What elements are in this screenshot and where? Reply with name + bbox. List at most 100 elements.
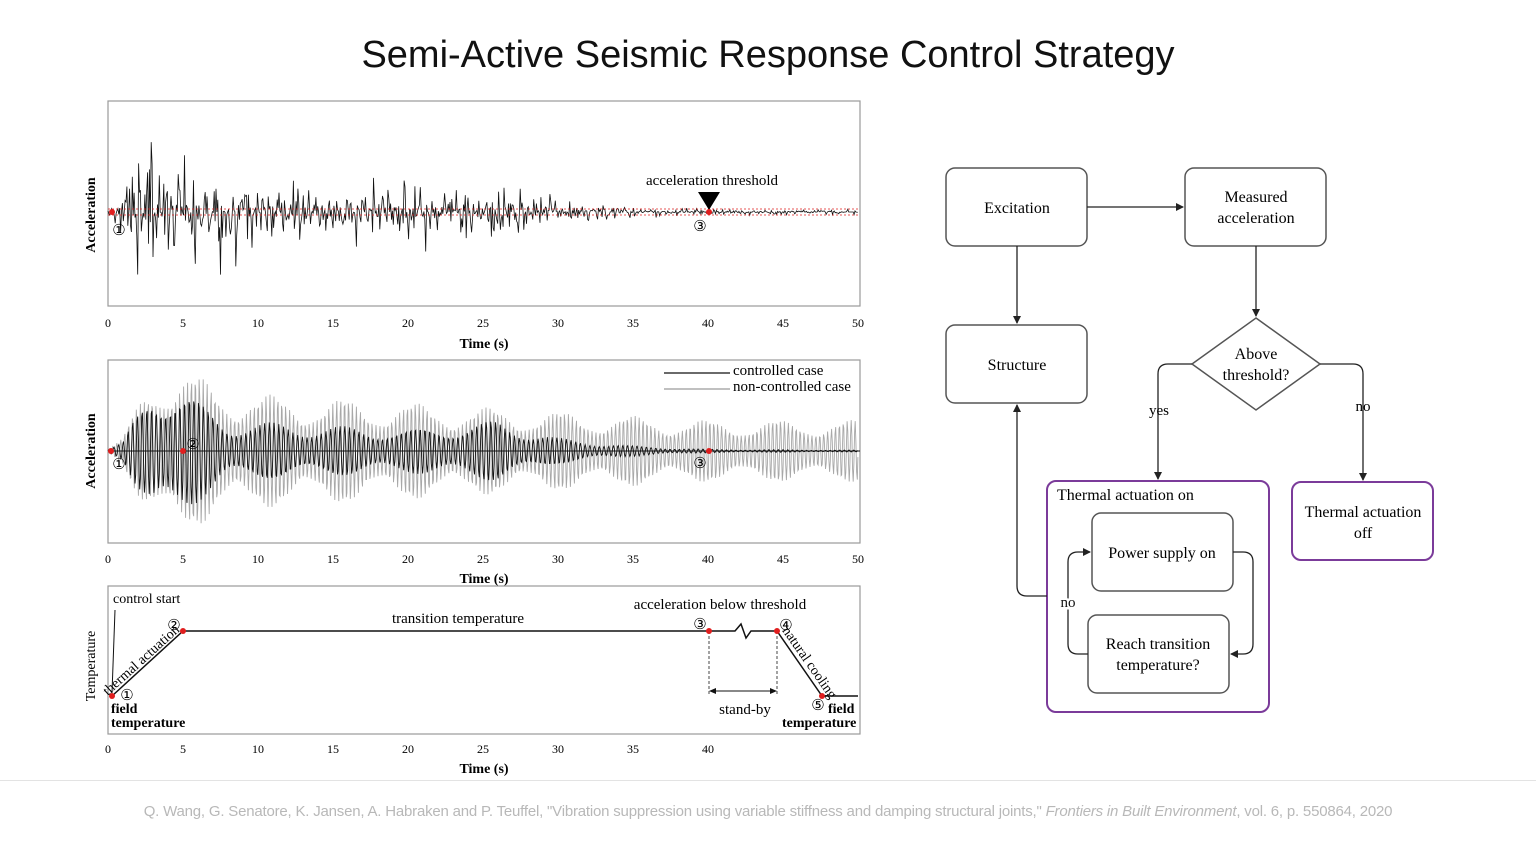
natural-cooling-label: natural cooling (779, 624, 840, 702)
excitation-label: Excitation (984, 200, 1050, 217)
field-temp-right-2: temperature (782, 716, 856, 731)
citation-journal: Frontiers in Built Environment (1045, 803, 1237, 820)
reach-label-2: temperature? (1116, 657, 1200, 674)
citation: Q. Wang, G. Senatore, K. Jansen, A. Habr… (0, 803, 1536, 820)
decision-label-2: threshold? (1223, 367, 1290, 384)
footer-divider (0, 780, 1536, 781)
marker-label: ① (112, 223, 125, 239)
marker-label: ① (120, 688, 133, 704)
citation-prefix: Q. Wang, G. Senatore, K. Jansen, A. Habr… (143, 803, 1046, 820)
marker-point (108, 448, 114, 454)
y-axis-label: Temperature (84, 631, 99, 702)
x-tick-label: 35 (627, 742, 639, 756)
x-tick-label: 35 (627, 316, 639, 330)
marker-point (774, 628, 780, 634)
x-tick-label: 15 (327, 552, 339, 566)
x-axis-label: Time (s) (459, 572, 508, 587)
x-tick-label: 45 (777, 552, 789, 566)
x-tick-label: 5 (180, 316, 186, 330)
x-tick-label: 20 (402, 316, 414, 330)
yes-label: yes (1149, 403, 1169, 419)
x-tick-label: 10 (252, 552, 264, 566)
thermal-off-label-2: off (1354, 525, 1373, 542)
x-tick-label: 25 (477, 316, 489, 330)
x-tick-label: 40 (702, 316, 714, 330)
x-tick-label: 45 (777, 316, 789, 330)
x-tick-label: 35 (627, 552, 639, 566)
marker-point (180, 448, 186, 454)
field-temp-left-1: field (111, 702, 138, 717)
y-axis-label: Acceleration (84, 413, 99, 489)
no-label: no (1356, 399, 1371, 415)
x-tick-label: 5 (180, 552, 186, 566)
legend-controlled: controlled case (733, 363, 824, 379)
marker-label: ③ (693, 617, 706, 633)
x-tick-label: 0 (105, 316, 111, 330)
x-tick-label: 0 (105, 742, 111, 756)
transition-temperature-label: transition temperature (392, 611, 524, 627)
thermal-off-label-1: Thermal actuation (1305, 504, 1422, 521)
x-tick-label: 25 (477, 552, 489, 566)
power-supply-label: Power supply on (1108, 545, 1216, 562)
x-axis-label: Time (s) (459, 762, 508, 777)
measured-box (1184, 167, 1327, 247)
control-flowchart: Excitation Measured acceleration Structu… (945, 167, 1434, 713)
no-loop-label: no (1061, 595, 1076, 611)
x-tick-label: 10 (252, 742, 264, 756)
controlled-vs-noncontrolled-chart: 0 5 10 15 20 25 30 35 40 45 50 Acceleration Time (… (84, 359, 864, 587)
page-title: Semi-Active Seismic Response Control Str… (361, 34, 1175, 76)
reach-temperature-box (1087, 614, 1230, 694)
threshold-arrow-icon (698, 192, 720, 210)
x-tick-label: 25 (477, 742, 489, 756)
thermal-on-label: Thermal actuation on (1057, 487, 1194, 504)
x-tick-label: 50 (852, 552, 864, 566)
marker-label: ② (186, 437, 199, 453)
x-tick-label: 30 (552, 742, 564, 756)
marker-point (819, 693, 825, 699)
x-tick-label: 20 (402, 552, 414, 566)
citation-suffix: , vol. 6, p. 550864, 2020 (1236, 803, 1393, 820)
marker-point (109, 693, 115, 699)
x-tick-label: 15 (327, 742, 339, 756)
thermal-off-box (1291, 481, 1434, 561)
x-tick-label: 20 (402, 742, 414, 756)
below-threshold-label: acceleration below threshold (634, 597, 807, 613)
controlled-series (107, 401, 859, 505)
plot-frame (107, 585, 861, 735)
standby-label: stand-by (719, 702, 771, 718)
marker-point (706, 448, 712, 454)
threshold-annotation: acceleration threshold (646, 173, 779, 189)
x-axis-label: Time (s) (459, 337, 508, 352)
marker-label: ③ (693, 456, 706, 472)
legend: controlled case non-controlled case (664, 363, 851, 395)
control-start-label: control start (113, 592, 180, 607)
x-tick-label: 0 (105, 552, 111, 566)
x-tick-label: 40 (702, 552, 714, 566)
x-tick-label: 10 (252, 316, 264, 330)
y-axis-label: Acceleration (84, 177, 99, 253)
measured-label-2: acceleration (1217, 210, 1294, 227)
x-tick-label: 5 (180, 742, 186, 756)
field-temp-right-1: field (828, 702, 855, 717)
x-tick-label: 30 (552, 552, 564, 566)
x-tick-label: 40 (702, 742, 714, 756)
structure-label: Structure (988, 357, 1047, 374)
measured-label-1: Measured (1224, 189, 1287, 206)
structure-box (945, 324, 1088, 404)
x-tick-label: 15 (327, 316, 339, 330)
temperature-chart: 0 5 10 15 20 25 30 35 40 Temperature Time (s) co… (84, 585, 861, 777)
temperature-line (111, 622, 858, 697)
x-tick-label: 30 (552, 316, 564, 330)
thermal-on-group (1046, 480, 1270, 713)
marker-label: ④ (779, 618, 792, 634)
marker-point (706, 628, 712, 634)
plot-frame (107, 100, 861, 307)
field-temp-left-2: temperature (111, 716, 185, 731)
marker-label: ③ (693, 219, 706, 235)
marker-point (109, 209, 115, 215)
legend-noncontrolled: non-controlled case (733, 379, 851, 395)
marker-label: ① (112, 457, 125, 473)
marker-point (180, 628, 186, 634)
acceleration-series (107, 142, 858, 275)
